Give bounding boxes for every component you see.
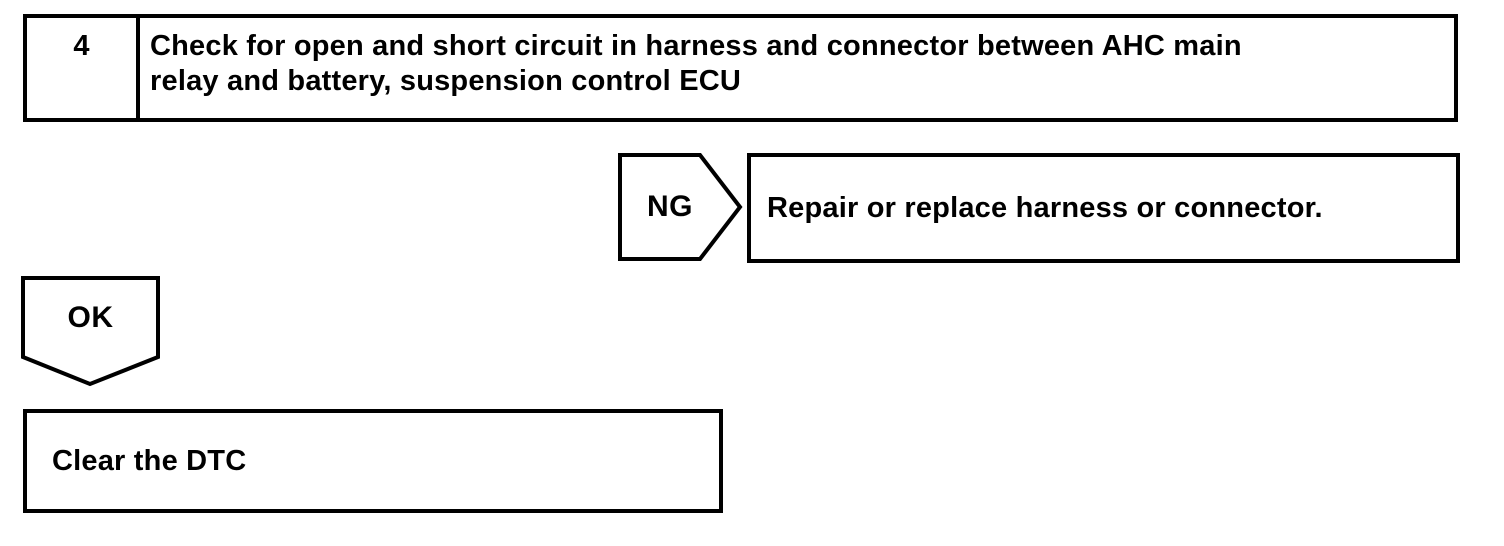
clear-dtc-text: Clear the DTC [52, 444, 247, 477]
repair-action-text: Repair or replace harness or connector. [767, 191, 1323, 224]
ng-arrow-icon [618, 153, 743, 261]
ok-connector-shape [21, 276, 160, 387]
step-instruction: Check for open and short circuit in harn… [140, 18, 1454, 118]
repair-action-box: Repair or replace harness or connector. [747, 153, 1460, 263]
step-header-box: 4 Check for open and short circuit in ha… [23, 14, 1458, 122]
ng-label: NG [647, 190, 693, 223]
ok-arrow-icon [21, 276, 160, 387]
ng-connector-shape [618, 153, 743, 261]
step-instruction-line-2: relay and battery, suspension control EC… [150, 65, 742, 97]
clear-dtc-box: Clear the DTC [23, 409, 723, 513]
step-instruction-line-1: Check for open and short circuit in harn… [150, 30, 1242, 62]
step-number: 4 [27, 18, 140, 118]
ok-label: OK [67, 300, 114, 334]
